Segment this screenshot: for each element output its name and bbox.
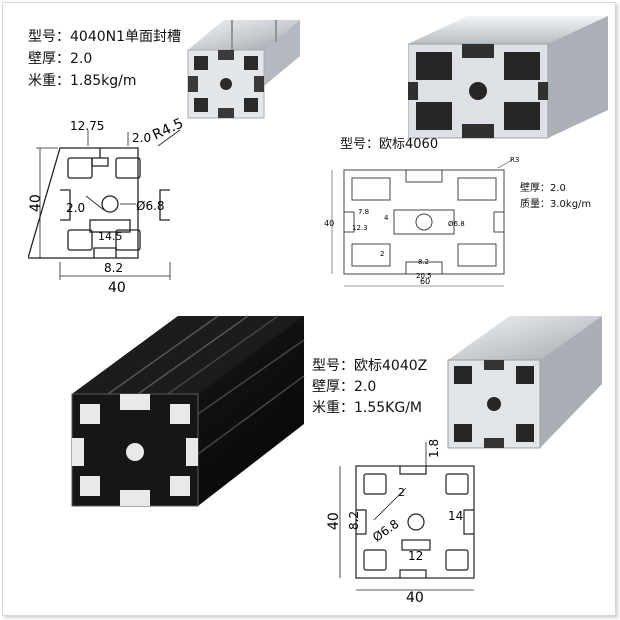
spec-model-1: 型号：4040N1单面封槽 [28,29,182,45]
dim-radius-r3: R3 [510,156,519,164]
spec-model-2: 型号：欧标4060 [340,137,439,152]
dim-depth-8-2: 8.2 [104,261,123,275]
dim-hole-6-8: Ø6.8 [136,199,165,213]
spec-weight-1: 米重：1.85kg/m [28,73,137,89]
dim-hole-4060: Ø6.8 [448,220,465,228]
dim-d-2: 2 [380,250,384,258]
dim-radius-r4-5: R4.5 [150,118,186,144]
profile-photo-4040z [447,316,602,449]
dim-height-4060: 40 [324,219,334,228]
dim-d-20-5: 20.5 [416,272,432,280]
profile-photo-black [71,315,305,507]
dim-slot-1-8: 1.8 [427,439,441,458]
profile-drawing-4040z: 40 40 1.8 2 Ø6.8 8.2 14 12 [326,439,475,606]
dim-d-8-2: 8.2 [418,258,429,266]
spec-model-3: 型号：欧标4040Z [312,358,428,374]
dim-core-14-5: 14.5 [98,230,123,243]
dim-depth-4040z: 8.2 [347,511,361,530]
dim-width-4040z: 40 [406,590,424,606]
dim-core-12: 12 [408,549,423,563]
dim-width-60: 60 [420,277,430,286]
spec-weight-2: 质量：3.0kg/m [520,199,592,210]
spec-wall-2: 壁厚：2.0 [520,183,566,194]
dim-inner-2: 2.0 [66,201,85,215]
dim-d-4: 4 [384,214,389,222]
dim-d-12-3: 12.3 [352,224,368,232]
dim-d-2-z: 2 [398,486,405,499]
dim-slot-12-75: 12.75 [70,119,104,133]
dim-side-14: 14 [448,509,463,523]
dim-d-7-8: 7.8 [358,208,369,216]
profile-drawing-4060: 40 60 R3 7.8 4 12.3 Ø6.8 8.2 20.5 2 [324,156,519,287]
dim-height-4040z: 40 [326,512,342,530]
profile-drawing-4040n1: 40 40 12.75 2.0 R4.5 2.0 Ø6.8 14.5 8.2 [28,118,186,296]
spec-weight-3: 米重：1.55KG/M [312,400,422,416]
dim-wall-2: 2.0 [132,131,151,145]
dim-width-40: 40 [108,280,126,296]
spec-wall-1: 壁厚：2.0 [28,51,93,67]
dim-height-40: 40 [28,194,44,212]
spec-wall-3: 壁厚：2.0 [312,379,377,395]
profile-photo-4040n1 [187,20,300,119]
profile-photo-4060 [408,16,608,139]
